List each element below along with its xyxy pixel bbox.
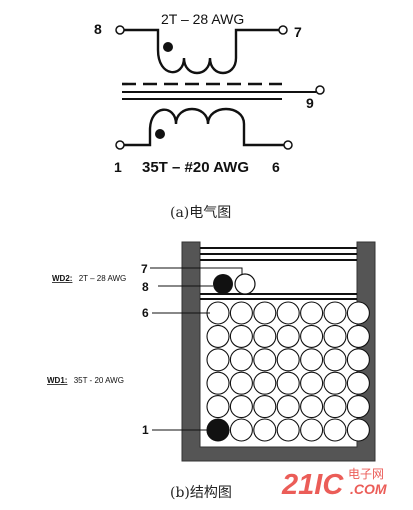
wd1-wire <box>300 324 324 348</box>
wd1-wire <box>253 348 277 372</box>
wd1-wire <box>253 301 277 325</box>
terminal-9 <box>315 85 325 95</box>
wd1-label: WD1: 35T - 20 AWG <box>47 376 124 385</box>
struct-pin-label-8: 8 <box>142 280 149 294</box>
primary-winding <box>120 28 282 75</box>
wd1-wire <box>206 324 230 348</box>
wd1-wire <box>276 395 300 419</box>
wd1-wire <box>253 395 277 419</box>
wd1-wire <box>323 395 347 419</box>
wd1-wire <box>206 395 230 419</box>
watermark-sub-bottom: .COM <box>350 481 387 497</box>
winding-structure: 7 8 6 1 WD2: 2T – 28 AWG WD1: 35T - 20 A… <box>47 241 376 462</box>
wd1-wire <box>229 324 253 348</box>
primary-polarity-dot <box>163 42 173 52</box>
struct-pin-label-6: 6 <box>142 306 149 320</box>
terminal-8 <box>115 25 125 35</box>
wd1-wire <box>346 371 370 395</box>
wd1-wire <box>206 348 230 372</box>
wd1-wire <box>323 348 347 372</box>
pin-label-7: 7 <box>294 24 302 40</box>
wd2-label: WD2: 2T – 28 AWG <box>52 274 126 283</box>
wd1-prefix: WD1: <box>47 376 67 385</box>
electrical-schematic: 8 7 2T – 28 AWG 9 1 35T – #20 AWG 6 <box>94 11 325 176</box>
wd1-wire <box>276 348 300 372</box>
watermark-logo: 21IC <box>281 469 344 501</box>
wd1-wire <box>276 301 300 325</box>
wd1-start-wire <box>206 418 230 442</box>
terminal-6 <box>283 140 293 150</box>
wd1-wire <box>253 418 277 442</box>
pin-label-6: 6 <box>272 159 280 175</box>
caption-structure: (b)结构图 <box>170 485 232 501</box>
struct-pin-label-1: 1 <box>142 423 149 437</box>
wd1-wire <box>253 324 277 348</box>
wd2-prefix: WD2: <box>52 274 72 283</box>
wd1-wire <box>346 418 370 442</box>
wd1-wire <box>346 395 370 419</box>
wd1-wire <box>229 418 253 442</box>
wd1-wire <box>323 371 347 395</box>
wd1-wire <box>206 301 230 325</box>
wd1-wire-grid <box>206 301 370 442</box>
wd1-wire <box>300 348 324 372</box>
wd1-wire <box>276 371 300 395</box>
wd1-wire <box>276 324 300 348</box>
watermark-sub-top: 电子网 <box>348 467 384 481</box>
secondary-winding-label: 35T – #20 AWG <box>142 159 249 176</box>
wd1-wire <box>229 371 253 395</box>
wd1-wire <box>300 371 324 395</box>
wd1-wire <box>229 395 253 419</box>
terminal-7 <box>278 25 288 35</box>
primary-winding-label: 2T – 28 AWG <box>161 11 244 27</box>
wd1-wire <box>323 301 347 325</box>
secondary-polarity-dot <box>155 129 165 139</box>
wd1-wire <box>229 301 253 325</box>
wd1-value: 35T - 20 AWG <box>74 376 124 385</box>
pin-label-9: 9 <box>306 95 314 111</box>
struct-pin-label-7: 7 <box>141 262 148 276</box>
pin-label-1: 1 <box>114 159 122 175</box>
wd1-wire <box>300 418 324 442</box>
wd1-wire <box>346 324 370 348</box>
wd2-wire-black <box>213 274 233 294</box>
site-watermark: 21IC 电子网 .COM <box>281 467 387 501</box>
caption-electrical: (a)电气图 <box>170 205 231 221</box>
wd1-wire <box>253 371 277 395</box>
wd1-wire <box>300 301 324 325</box>
leader-7 <box>150 267 243 275</box>
secondary-winding <box>120 107 285 147</box>
pin-label-8: 8 <box>94 21 102 37</box>
wd1-wire <box>346 348 370 372</box>
wd1-wire <box>206 371 230 395</box>
wd1-wire <box>323 418 347 442</box>
wd1-wire <box>229 348 253 372</box>
wd1-wire <box>346 301 370 325</box>
terminal-1 <box>115 140 125 150</box>
wd1-wire <box>323 324 347 348</box>
wd2-value: 2T – 28 AWG <box>79 274 127 283</box>
wd1-wire <box>300 395 324 419</box>
bobbin <box>181 241 376 462</box>
wd2-wire-white <box>234 273 256 295</box>
wd1-wire <box>276 418 300 442</box>
